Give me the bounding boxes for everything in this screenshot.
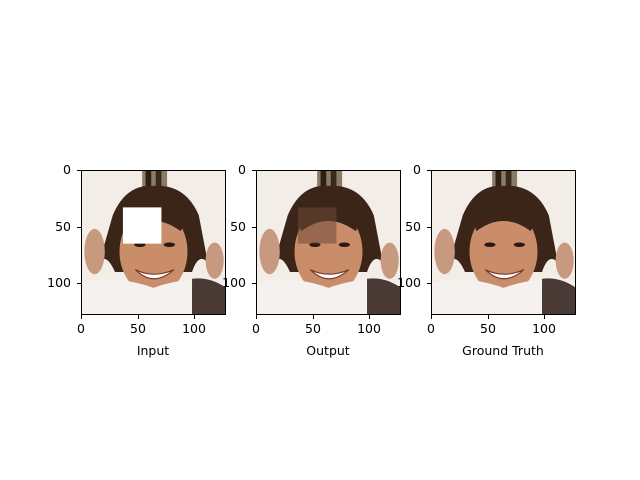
x-tick <box>431 315 432 319</box>
y-tick-label: 50 <box>405 219 421 234</box>
x-tick <box>313 315 314 319</box>
y-tick <box>427 283 431 284</box>
x-tick-label: 0 <box>77 321 85 336</box>
y-tick-label: 0 <box>63 162 71 177</box>
x-tick-label: 100 <box>532 321 556 336</box>
y-tick <box>252 283 256 284</box>
y-tick-label: 0 <box>413 162 421 177</box>
inpainted-region <box>297 207 337 244</box>
x-tick-label: 0 <box>252 321 260 336</box>
y-tick <box>77 283 81 284</box>
x-tick-label: 100 <box>182 321 206 336</box>
panel-output: 0 50 100 0 50 100 Output <box>222 163 401 358</box>
y-tick <box>77 170 81 171</box>
y-tick <box>427 170 431 171</box>
y-tick-label: 50 <box>55 219 71 234</box>
y-tick <box>252 170 256 171</box>
x-tick <box>81 315 82 319</box>
x-tick <box>138 315 139 319</box>
y-tick-label: 100 <box>222 275 246 290</box>
y-tick-label: 50 <box>230 219 246 234</box>
face-image-ground-truth <box>431 170 576 315</box>
x-tick <box>194 315 195 319</box>
panel-caption: Ground Truth <box>462 343 544 358</box>
panel-caption: Output <box>306 343 350 358</box>
x-tick-label: 50 <box>305 321 321 336</box>
y-tick-label: 100 <box>397 275 421 290</box>
x-tick-label: 100 <box>357 321 381 336</box>
x-tick-label: 50 <box>130 321 146 336</box>
x-tick-label: 50 <box>480 321 496 336</box>
panel-input: 0 50 100 0 50 100 Input <box>47 163 226 358</box>
x-tick-label: 0 <box>427 321 435 336</box>
panel-caption: Input <box>136 343 170 358</box>
y-tick <box>252 227 256 228</box>
face-image-input <box>81 170 226 315</box>
x-tick <box>544 315 545 319</box>
y-tick <box>427 227 431 228</box>
x-tick <box>369 315 370 319</box>
y-tick <box>77 227 81 228</box>
face-image-output <box>256 170 401 315</box>
y-tick-label: 0 <box>238 162 246 177</box>
y-tick-label: 100 <box>47 275 71 290</box>
mask-region <box>122 207 162 244</box>
x-tick <box>488 315 489 319</box>
panel-ground-truth: 0 50 100 0 50 100 Ground Truth <box>397 163 576 358</box>
x-tick <box>256 315 257 319</box>
